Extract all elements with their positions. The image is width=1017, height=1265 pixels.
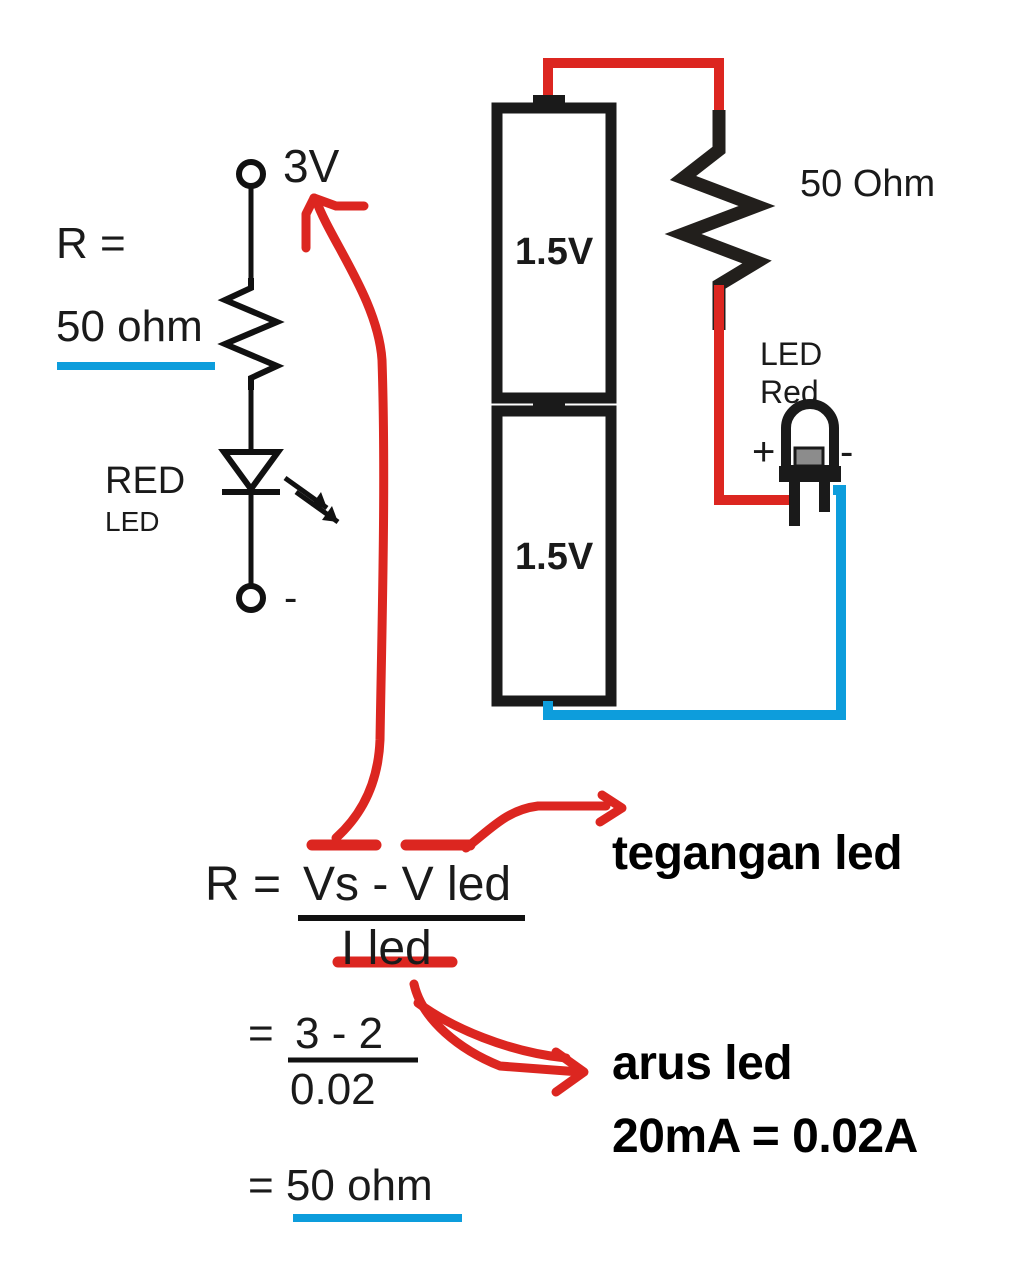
positive-terminal-node: [236, 159, 266, 189]
step2-numerator: 3 - 2: [295, 1009, 384, 1058]
battery-cell-bottom: [491, 405, 617, 707]
resistor-body-right: [664, 110, 776, 330]
annotation-current-note: arus led: [612, 1037, 793, 1090]
formula-rules: [288, 915, 525, 1222]
annot2-shaft: [461, 801, 611, 853]
final-result: = 50 ohm: [248, 1161, 433, 1210]
formula-denominator: I led: [341, 922, 432, 975]
resistor-label-line1: R =: [56, 219, 126, 268]
red-annotation-strokes: [301, 193, 627, 1097]
led-cathode-minus-sign: -: [840, 430, 854, 474]
led-flange: [779, 466, 841, 482]
step2-denominator: 0.02: [290, 1065, 376, 1114]
led-package: [779, 399, 841, 526]
led-triangle: [218, 449, 284, 495]
left-schematic-group: [57, 159, 340, 613]
supply-voltage-label: 3V: [283, 140, 340, 192]
led-emission-arrows: [283, 475, 340, 525]
led-pictorial-label-led: LED: [760, 336, 823, 372]
right-pictorial-group: [491, 58, 846, 720]
step2-equals: =: [248, 1009, 274, 1058]
led-die: [793, 446, 825, 468]
led-pictorial-label-red: Red: [760, 374, 819, 410]
formula-lhs: R =: [205, 858, 282, 911]
led-cathode-leg: [819, 482, 830, 512]
negative-terminal-label: -: [284, 576, 298, 620]
annotation-current-value: 20mA = 0.02A: [612, 1110, 918, 1163]
annot1-arrow-right-barb: [309, 193, 369, 211]
annot1-arrow-left-barb: [301, 193, 319, 253]
led-anode-leg: [789, 482, 800, 526]
formula-numerator: Vs - V led: [303, 858, 512, 911]
led-label-led: LED: [105, 506, 160, 537]
led-label-red: RED: [105, 460, 186, 502]
annotation-voltage-note: tegangan led: [612, 827, 903, 880]
led-anode-plus-sign: +: [752, 430, 776, 474]
battery-bottom-voltage-label: 1.5V: [515, 536, 594, 578]
annot3-shaft: [409, 979, 585, 1077]
wire-blue-return: [543, 485, 846, 720]
annot1-shaft: [311, 195, 389, 843]
annot2-head: [595, 790, 627, 827]
annot4-shaft: [413, 998, 571, 1063]
resistor-symbol: [217, 278, 285, 390]
wire-red-top: [543, 58, 724, 110]
negative-terminal-node: [236, 583, 266, 613]
battery-top-voltage-label: 1.5V: [515, 231, 594, 273]
resistor-value-label: 50 Ohm: [800, 163, 936, 205]
wire-red-to-led: [714, 285, 790, 505]
resistor-label-line2: 50 ohm: [56, 302, 203, 351]
